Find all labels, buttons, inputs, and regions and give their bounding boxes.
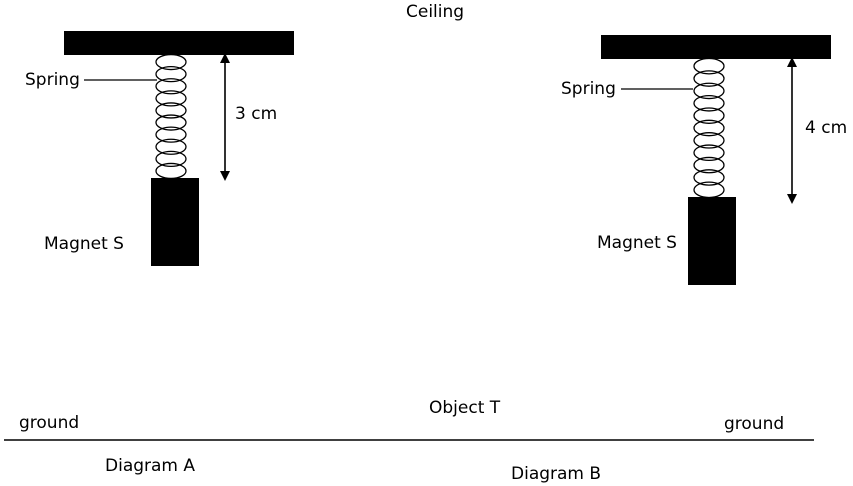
spring-label-a: Spring: [25, 70, 80, 90]
ground-label-a: ground: [19, 413, 80, 433]
ceiling-beam-a: [64, 31, 294, 55]
measurement-label-a: 3 cm: [235, 104, 278, 124]
magnet-label-b: Magnet S: [597, 233, 677, 253]
magnet-s-a: [151, 178, 199, 266]
ceiling-beam-b: [601, 35, 831, 59]
object-t-label: Object T: [429, 398, 501, 418]
diagram-a: [64, 31, 294, 266]
spring-a: [155, 53, 187, 180]
magnet-s-b: [688, 197, 736, 285]
ground-label-b: ground: [724, 414, 785, 434]
diagram-b-caption: Diagram B: [511, 464, 602, 484]
measurement-label-b: 4 cm: [805, 118, 848, 138]
diagram-a-caption: Diagram A: [105, 456, 196, 476]
ceiling-label: Ceiling: [406, 2, 465, 22]
spring-label-b: Spring: [561, 79, 616, 99]
diagram-b: [601, 35, 831, 285]
magnet-label-a: Magnet S: [44, 234, 124, 254]
spring-b: [693, 57, 725, 199]
